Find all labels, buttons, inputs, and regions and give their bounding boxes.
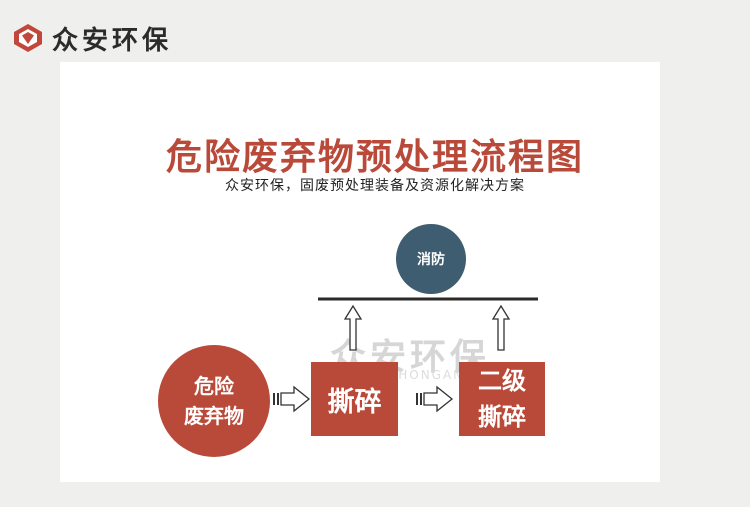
right-arrow-icon bbox=[273, 385, 311, 413]
node-hazardous-waste-line1: 危险 bbox=[194, 374, 234, 398]
up-arrow-icon bbox=[491, 304, 511, 351]
diagram-title: 危险废弃物预处理流程图 bbox=[165, 137, 584, 178]
brand-name: 众安环保 bbox=[52, 25, 173, 56]
node-shredding-label: 撕碎 bbox=[327, 386, 382, 418]
watermark-logo-subtext: ZHONGAN bbox=[388, 368, 465, 382]
node-fire-protection-label: 消防 bbox=[417, 252, 445, 268]
brand-logo-icon bbox=[14, 24, 42, 52]
right-arrow-icon bbox=[416, 385, 454, 413]
up-arrow-icon bbox=[343, 304, 363, 351]
node-secondary-shredding-line2: 撕碎 bbox=[478, 403, 526, 431]
diagram-subtitle: 众安环保，固废预处理装备及资源化解决方案 bbox=[225, 178, 525, 194]
node-shredding: 撕碎 bbox=[311, 362, 398, 436]
node-fire-protection: 消防 bbox=[396, 224, 466, 294]
node-hazardous-waste-line2: 废弃物 bbox=[184, 404, 244, 428]
node-secondary-shredding-line1: 二级 bbox=[478, 367, 526, 395]
node-hazardous-waste: 危险 废弃物 bbox=[158, 345, 270, 457]
node-secondary-shredding: 二级 撕碎 bbox=[459, 362, 545, 436]
brand-header: 众安环保 bbox=[12, 18, 172, 58]
